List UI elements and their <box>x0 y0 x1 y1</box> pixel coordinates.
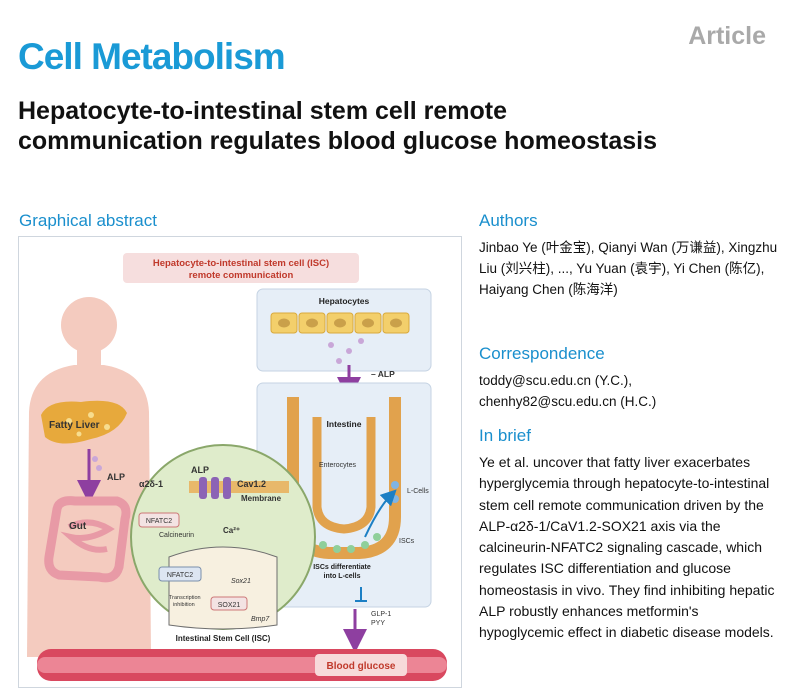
nfatc2-bottom-label: NFATC2 <box>167 572 193 579</box>
calcineurin-label: Calcineurin <box>159 532 194 539</box>
isc-differentiate-line-1: ISCs differentiate <box>313 564 371 571</box>
sox21-gene-label: Sox21 <box>231 578 251 585</box>
banner-box <box>123 253 359 283</box>
in-brief-section: In brief Ye et al. uncover that fatty li… <box>479 426 779 644</box>
fatty-liver-label: Fatty Liver <box>49 420 100 431</box>
intestine-label: Intestine <box>327 419 362 429</box>
correspondence-heading: Correspondence <box>479 344 605 363</box>
a2d1-label: α2δ-1 <box>139 479 163 489</box>
correspondence-emails: toddy@scu.edu.cn (Y.C.), chenhy82@scu.ed… <box>479 370 779 412</box>
gut-icon <box>44 496 131 583</box>
transcription-line-2: inhibition <box>173 602 195 608</box>
in-brief-text: Ye et al. uncover that fatty liver exace… <box>479 454 775 641</box>
nfatc2-top-label: NFATC2 <box>146 518 172 525</box>
isc-differentiate-line-2: into L-cells <box>324 573 361 580</box>
graphical-abstract-figure: Hepatocyte-to-intestinal stem cell (ISC)… <box>18 236 462 688</box>
channel-protein <box>199 477 231 499</box>
isc-label: Intestinal Stem Cell (ISC) <box>176 634 271 643</box>
membrane-label: Membrane <box>241 494 282 503</box>
enterocytes-label: Enterocytes <box>319 462 356 469</box>
article-type-label: Article <box>688 22 766 50</box>
graphical-abstract-svg: Hepatocyte-to-intestinal stem cell (ISC)… <box>27 253 447 681</box>
article-title: Hepatocyte-to-intestinal stem cell remot… <box>18 97 658 155</box>
authors-list: Jinbao Ye (叶金宝), Qianyi Wan (万谦益), Xingz… <box>479 240 778 297</box>
authors-section: Authors Jinbao Ye (叶金宝), Qianyi Wan (万谦益… <box>479 211 779 300</box>
nfatc2-box-top <box>138 512 180 528</box>
alp-particles <box>328 338 364 364</box>
hepatocytes-label: Hepatocytes <box>319 296 370 306</box>
bmp7-label: Bmp7 <box>251 616 270 623</box>
alp-dot <box>96 465 102 471</box>
email-link-2[interactable]: chenhy82@scu.edu.cn (H.C.) <box>479 394 657 409</box>
alp-arrow-label: – ALP <box>371 369 395 379</box>
authors-heading: Authors <box>479 211 538 230</box>
gut-label: Gut <box>69 521 87 532</box>
hepatocyte-cells <box>270 312 410 334</box>
glp1-label: GLP-1 <box>371 611 391 618</box>
graphical-abstract-heading: Graphical abstract <box>19 211 157 230</box>
l-cells-label: L-Cells <box>407 488 429 495</box>
in-brief-heading: In brief <box>479 426 531 445</box>
sox21-protein-label: SOX21 <box>218 602 241 609</box>
alp-cell-label: ALP <box>191 465 209 475</box>
banner-line-1: Hepatocyte-to-intestinal stem cell (ISC) <box>153 258 329 269</box>
fatty-liver-icon <box>41 400 127 444</box>
alp-dot <box>92 456 98 462</box>
blood-glucose-label: Blood glucose <box>327 661 396 672</box>
nfatc2-box-bottom <box>158 566 202 582</box>
transcription-line-1: Transcription <box>169 595 201 601</box>
email-link-1[interactable]: toddy@scu.edu.cn (Y.C.), <box>479 373 633 388</box>
journal-name: Cell Metabolism <box>18 36 286 77</box>
ca-label: Ca²⁺ <box>223 526 240 535</box>
alp-body-label: ALP <box>107 472 125 482</box>
cav12-label: Cav1.2 <box>237 479 266 489</box>
differentiation-arrow <box>364 489 397 538</box>
sox21-protein-box <box>210 596 248 611</box>
iscs-label: ISCs <box>399 538 415 545</box>
correspondence-section: Correspondence toddy@scu.edu.cn (Y.C.), … <box>479 344 779 412</box>
blood-glucose-box <box>315 654 407 676</box>
pyy-label: PYY <box>371 620 385 627</box>
banner-line-2: remote communication <box>189 270 294 281</box>
